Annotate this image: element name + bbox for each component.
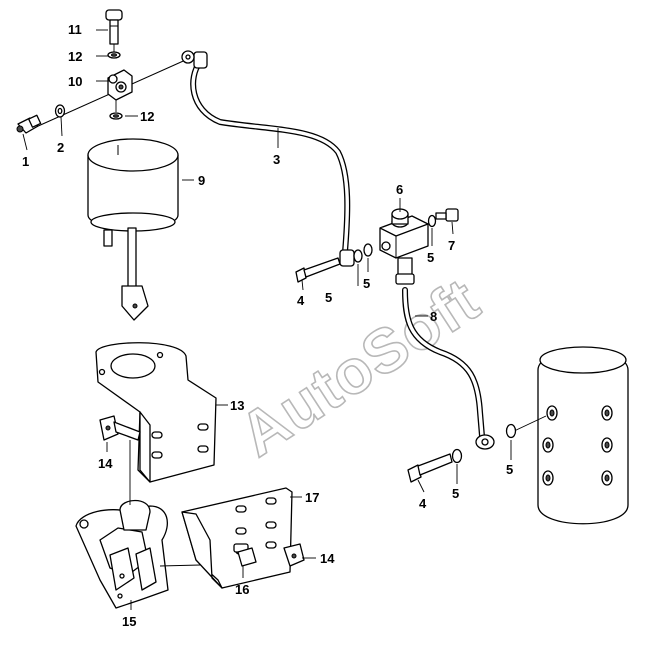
sensor-1 [16, 114, 42, 134]
callout-11: 11 [68, 22, 82, 37]
bolt-14-left [99, 415, 141, 441]
bolt-16 [233, 543, 257, 567]
bolt-14-right [283, 543, 305, 567]
valve-15 [75, 499, 169, 609]
watermark: AutoSoft [228, 265, 492, 470]
washer-2 [54, 104, 66, 118]
callout-2: 2 [57, 140, 64, 155]
callout-9: 9 [198, 173, 205, 188]
callout-12-top: 12 [68, 49, 82, 64]
callout-5-a: 5 [427, 250, 434, 265]
bolt-4-upper [295, 257, 341, 283]
washer-5a [427, 214, 437, 228]
bolt-4-lower [407, 453, 453, 483]
distribution-block-6 [379, 208, 429, 259]
callout-10: 10 [68, 74, 82, 89]
bracket-13 [95, 342, 217, 483]
washer-5d [505, 423, 517, 439]
bolt-7 [435, 208, 459, 222]
callout-13: 13 [230, 398, 244, 413]
hose-3 [190, 51, 355, 267]
bolt-11 [105, 9, 123, 45]
callout-5-e: 5 [506, 462, 513, 477]
callout-4-upper: 4 [297, 293, 305, 308]
callout-17: 17 [305, 490, 319, 505]
tee-fitting-10 [107, 69, 133, 101]
callout-5-c: 5 [325, 290, 332, 305]
callout-1: 1 [22, 154, 29, 169]
callout-7: 7 [448, 238, 455, 253]
air-chamber-9 [87, 138, 179, 321]
callout-14-right: 14 [320, 551, 335, 566]
callout-16: 16 [235, 582, 249, 597]
callout-5-b: 5 [363, 276, 370, 291]
air-tank [537, 346, 629, 525]
callout-4-lower: 4 [419, 496, 427, 511]
callout-5-d: 5 [452, 486, 459, 501]
callout-6: 6 [396, 182, 403, 197]
washer-5b [363, 243, 373, 257]
callout-12-bottom: 12 [140, 109, 154, 124]
plate-17 [181, 487, 293, 589]
callout-15: 15 [122, 614, 136, 629]
callout-8: 8 [430, 309, 437, 324]
hose-8 [395, 257, 495, 450]
washer-12-top [107, 51, 121, 59]
callout-14-left: 14 [98, 456, 113, 471]
callout-3: 3 [273, 152, 280, 167]
washer-5c [353, 249, 363, 263]
washer-12-bottom [109, 112, 123, 120]
washer-5e [451, 448, 463, 464]
